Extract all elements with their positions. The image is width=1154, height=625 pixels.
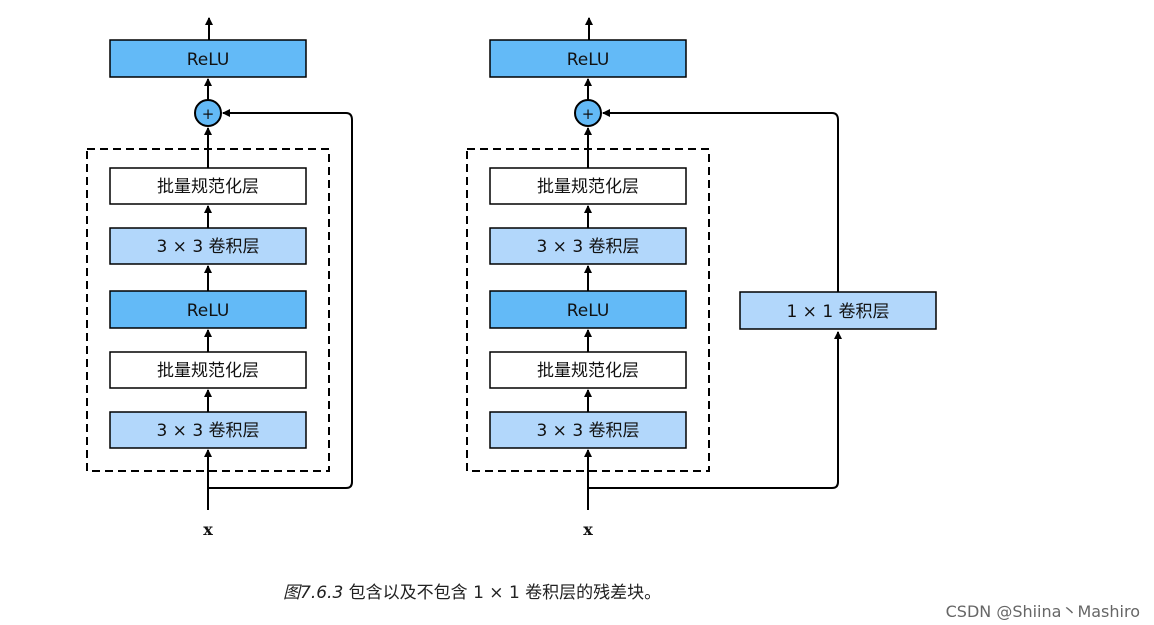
left-skip-connection bbox=[208, 109, 353, 489]
svg-text:3 × 3 卷积层: 3 × 3 卷积层 bbox=[156, 237, 259, 257]
left-relu-mid-box: ReLU bbox=[109, 290, 307, 329]
svg-text:批量规范化层: 批量规范化层 bbox=[537, 177, 639, 197]
left-conv3x3-2-box: 3 × 3 卷积层 bbox=[109, 227, 307, 265]
right-relu-top-box: ReLU bbox=[489, 39, 687, 78]
svg-text:批量规范化层: 批量规范化层 bbox=[157, 177, 259, 197]
left-batchnorm-1-box: 批量规范化层 bbox=[109, 351, 307, 389]
svg-text:批量规范化层: 批量规范化层 bbox=[537, 361, 639, 381]
svg-text:ReLU: ReLU bbox=[567, 301, 610, 321]
svg-text:批量规范化层: 批量规范化层 bbox=[157, 361, 259, 381]
svg-text:3 × 3 卷积层: 3 × 3 卷积层 bbox=[536, 421, 639, 441]
svg-text:3 × 3 卷积层: 3 × 3 卷积层 bbox=[156, 421, 259, 441]
left-input-label: x bbox=[203, 520, 213, 539]
right-conv1x1-box: 1 × 1 卷积层 bbox=[739, 291, 937, 330]
svg-text:ReLU: ReLU bbox=[187, 301, 230, 321]
right-relu-mid-box: ReLU bbox=[489, 290, 687, 329]
right-conv3x3-2-box: 3 × 3 卷积层 bbox=[489, 227, 687, 265]
left-plus-node: + bbox=[194, 99, 222, 127]
watermark: CSDN @Shiina丶Mashiro bbox=[945, 602, 1140, 621]
right-batchnorm-1-box: 批量规范化层 bbox=[489, 351, 687, 389]
svg-text:+: + bbox=[582, 105, 595, 123]
svg-text:ReLU: ReLU bbox=[567, 50, 610, 70]
svg-text:3 × 3 卷积层: 3 × 3 卷积层 bbox=[536, 237, 639, 257]
figure-number: 图7.6.3 bbox=[283, 583, 344, 603]
svg-text:ReLU: ReLU bbox=[187, 50, 230, 70]
right-skip-lower bbox=[588, 331, 842, 489]
right-batchnorm-2-box: 批量规范化层 bbox=[489, 167, 687, 205]
figure-caption: 图7.6.3 包含以及不包含 1 × 1 卷积层的残差块。 bbox=[283, 578, 983, 603]
left-residual-block: ReLU + 批量规范化层 3 × 3 卷积层 ReLU bbox=[86, 17, 353, 539]
left-batchnorm-2-box: 批量规范化层 bbox=[109, 167, 307, 205]
svg-text:1 × 1 卷积层: 1 × 1 卷积层 bbox=[786, 302, 889, 322]
right-conv3x3-1-box: 3 × 3 卷积层 bbox=[489, 411, 687, 449]
svg-text:+: + bbox=[202, 105, 215, 123]
left-conv3x3-1-box: 3 × 3 卷积层 bbox=[109, 411, 307, 449]
right-plus-node: + bbox=[574, 99, 602, 127]
right-input-label: x bbox=[583, 520, 593, 539]
caption-text: 包含以及不包含 1 × 1 卷积层的残差块。 bbox=[348, 583, 662, 603]
right-residual-block: ReLU + 批量规范化层 3 × 3 卷积层 ReLU 批量规范化层 bbox=[466, 17, 937, 539]
right-skip-upper bbox=[602, 109, 839, 292]
left-relu-top-box: ReLU bbox=[109, 39, 307, 78]
